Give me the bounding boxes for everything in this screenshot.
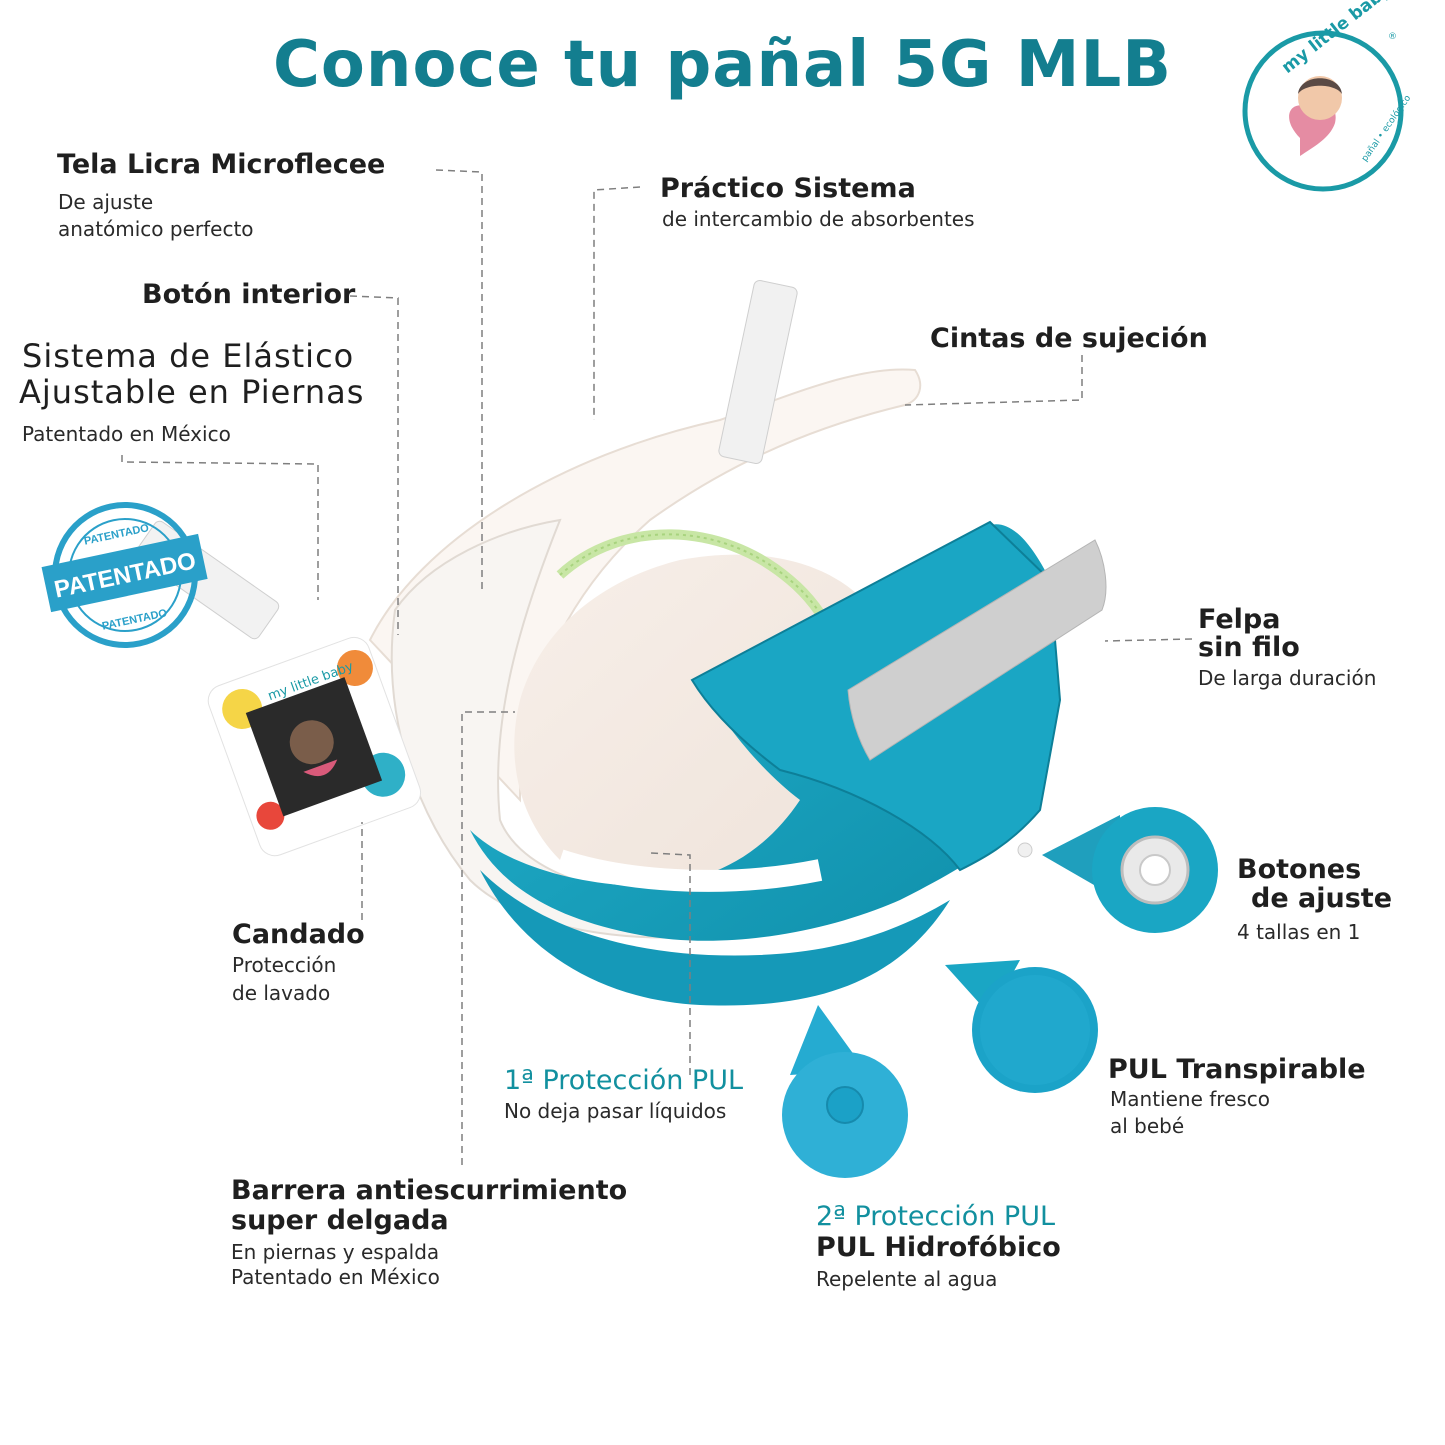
brand-logo (1240, 28, 1406, 194)
patentado-stamp (41, 502, 208, 648)
pul-transpirable-line1: Mantiene fresco (1110, 1087, 1271, 1111)
felpa-patch (847, 539, 1107, 761)
tela-line2: anatómico perfecto (58, 217, 254, 241)
candado-line1: Protección (232, 953, 337, 977)
candado-line2: de lavado (232, 981, 331, 1005)
barrera-line1: En piernas y espalda (231, 1240, 440, 1264)
proteccion1-sub: No deja pasar líquidos (504, 1099, 727, 1123)
boton-interior-heading: Botón interior (142, 279, 356, 310)
barrera-heading2: super delgada (231, 1205, 449, 1236)
pul-transpirable-line2: al bebé (1110, 1114, 1185, 1138)
proteccion2-sub: Repelente al agua (816, 1267, 998, 1291)
snap-dot (1017, 842, 1033, 858)
proteccion2-heading2: PUL Hidrofóbico (816, 1232, 1061, 1263)
elastico-heading1: Sistema de Elástico (22, 337, 355, 375)
elastico-sub: Patentado en México (22, 422, 231, 446)
tab-strap-top (718, 280, 798, 464)
pul-transpirable-pointer (945, 960, 1020, 1015)
botones-heading1: Botones (1237, 854, 1362, 885)
practico-heading: Práctico Sistema (660, 173, 916, 204)
tela-line1: De ajuste (58, 190, 154, 214)
felpa-heading1: Felpa (1198, 604, 1281, 635)
proteccion2-heading1: 2ª Protección PUL (816, 1201, 1056, 1232)
pul-transpirable-heading: PUL Transpirable (1108, 1054, 1366, 1085)
logo-mark: ® (1388, 32, 1397, 42)
cintas-heading: Cintas de sujeción (930, 323, 1208, 354)
tela-heading: Tela Licra Microflecee (57, 149, 386, 180)
practico-sub: de intercambio de absorbentes (662, 207, 975, 231)
felpa-sub: De larga duración (1198, 666, 1377, 690)
elastico-heading2: Ajustable en Piernas (19, 373, 365, 411)
barrera-heading1: Barrera antiescurrimiento (231, 1175, 628, 1206)
botones-heading2: de ajuste (1251, 883, 1393, 914)
barrera-line2: Patentado en México (231, 1265, 440, 1289)
logo-tag (207, 636, 422, 857)
page-title: Conoce tu pañal 5G MLB (272, 28, 1173, 102)
proteccion1-heading: 1ª Protección PUL (504, 1065, 744, 1096)
stamp-bottom: PATENTADO (101, 607, 168, 633)
callout-lines (121, 169, 1193, 1165)
felpa-heading2: sin filo (1198, 632, 1300, 663)
botones-sub: 4 tallas en 1 (1237, 920, 1361, 944)
candado-heading: Candado (232, 919, 365, 950)
